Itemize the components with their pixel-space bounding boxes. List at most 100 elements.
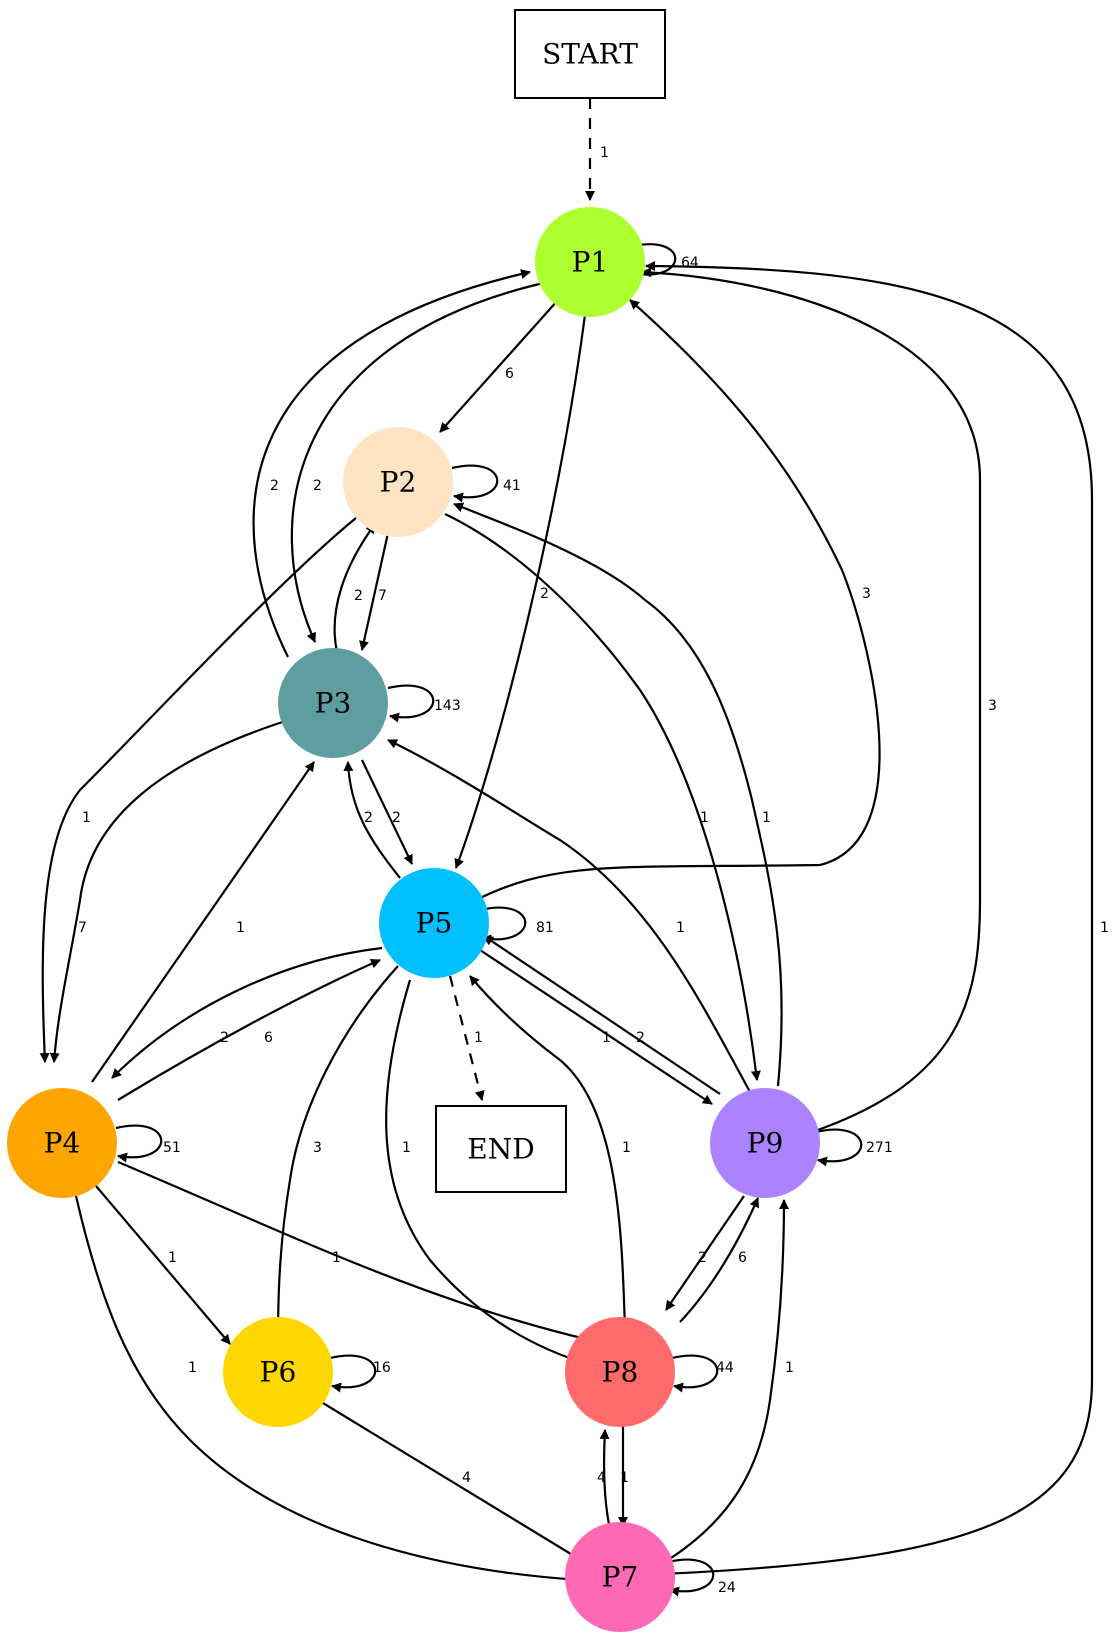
- node-label-P4: P4: [44, 1127, 81, 1160]
- edge-label-P9-P2: 1: [762, 810, 771, 826]
- edge-P7-P9: [667, 1199, 789, 1561]
- edge-P7-P7: [667, 1558, 715, 1597]
- edge-label-P1-P5: 2: [540, 586, 549, 602]
- edge-P2-P4: [39, 517, 357, 1063]
- edge-label-P4-P8: 1: [332, 1250, 341, 1266]
- node-label-P6: P6: [260, 1356, 297, 1389]
- node-START: START: [514, 9, 666, 99]
- node-label-P3: P3: [315, 687, 352, 720]
- node-label-END: END: [467, 1133, 534, 1166]
- edge-label-P1-P1: 64: [681, 255, 699, 271]
- edge-label-P7-P8: 4: [597, 1470, 606, 1486]
- edge-P5-P4: [111, 946, 383, 1079]
- edge-P5-P1: [479, 299, 881, 899]
- edge-label-P5-P6: 3: [313, 1140, 322, 1156]
- node-P6: P6: [223, 1317, 333, 1427]
- edge-P7-P8: [599, 1429, 612, 1531]
- edge-label-P5-P8: 1: [402, 1140, 411, 1156]
- edge-label-P9-P9: 271: [866, 1140, 893, 1156]
- edge-label-P4-P5: 6: [264, 1030, 273, 1046]
- edge-P5-END: [448, 975, 485, 1101]
- edge-P4-P5: [117, 958, 381, 1101]
- edge-label-P3-P5: 2: [392, 810, 401, 826]
- edge-label-P2-P4: 1: [82, 810, 91, 826]
- edge-label-P3-P1: 2: [270, 478, 279, 494]
- edge-P3-P3: [387, 684, 435, 723]
- edge-label-P2-P9: 1: [700, 810, 709, 826]
- node-P2: P2: [343, 427, 453, 537]
- edge-P9-P2: [453, 502, 783, 1087]
- edge-P6-P7: [317, 1399, 585, 1563]
- edge-P5-P5: [479, 906, 527, 945]
- node-P5: P5: [379, 868, 489, 978]
- edge-label-P3-P4: 7: [78, 920, 87, 936]
- edge-P9-P5: [483, 935, 721, 1095]
- edge-label-P5-P1: 3: [862, 586, 871, 602]
- node-P1: P1: [535, 207, 645, 317]
- edge-label-P6-P7: 4: [462, 1470, 471, 1486]
- edge-P2-P9: [444, 513, 761, 1081]
- node-P8: P8: [565, 1317, 675, 1427]
- edges: [39, 98, 1094, 1597]
- edge-label-P2-P2: 41: [503, 478, 521, 494]
- edge-P5-P8: [385, 979, 589, 1367]
- edge-label-P4-P7: 1: [188, 1360, 197, 1376]
- edge-P4-P8: [117, 1160, 591, 1343]
- node-label-P1: P1: [572, 246, 609, 279]
- node-label-P9: P9: [747, 1127, 784, 1160]
- edge-P9-P1: [641, 267, 982, 1133]
- edge-P5-P6: [273, 965, 399, 1341]
- edge-P1-P3: [290, 280, 549, 643]
- edge-P4-P6: [95, 1185, 231, 1345]
- edge-P3-P5: [361, 759, 413, 865]
- edge-label-P6-P6: 16: [373, 1360, 391, 1376]
- edge-label-P8-P9: 6: [738, 1250, 747, 1266]
- edge-label-P4-P6: 1: [168, 1250, 177, 1266]
- node-P4: P4: [7, 1088, 117, 1198]
- edge-label-P2-P3: 7: [378, 588, 387, 604]
- edge-P5-P3: [343, 761, 401, 879]
- edge-label-P9-P1: 3: [988, 698, 997, 714]
- edge-label-P9-P5: 2: [636, 1030, 645, 1046]
- edge-label-P8-P5: 1: [622, 1140, 631, 1156]
- edge-P9-P3: [387, 739, 751, 1093]
- edge-label-P3-P2: 2: [354, 588, 363, 604]
- node-label-P5: P5: [416, 907, 453, 940]
- edge-label-P9-P8: 2: [698, 1250, 707, 1266]
- edge-P9-P8: [665, 1195, 745, 1311]
- edge-P9-P9: [815, 1128, 863, 1167]
- edge-label-P1-P2: 6: [505, 366, 514, 382]
- edge-label-P8-P7: 1: [620, 1470, 629, 1486]
- edge-label-P5-P9: 1: [602, 1030, 611, 1046]
- edge-label-START-P1: 1: [600, 145, 609, 161]
- edge-label-P3-P3: 143: [434, 698, 461, 714]
- edge-P1-P2: [439, 299, 559, 433]
- edge-label-P5-END: 1: [474, 1030, 483, 1046]
- edge-P2-P3: [359, 523, 392, 651]
- node-P7: P7: [565, 1522, 675, 1632]
- node-label-START: START: [542, 38, 638, 71]
- edge-P5-P9: [479, 949, 713, 1105]
- node-END: END: [435, 1105, 567, 1193]
- edge-label-P7-P9: 1: [785, 1360, 794, 1376]
- edge-label-P4-P4: 51: [163, 1140, 181, 1156]
- edge-P4-P4: [115, 1124, 163, 1163]
- edge-P4-P7: [74, 1195, 581, 1585]
- node-label-P8: P8: [602, 1356, 639, 1389]
- edge-P3-P2: [333, 523, 376, 653]
- edge-P8-P8: [671, 1354, 719, 1393]
- node-label-P2: P2: [380, 466, 417, 499]
- edge-label-P5-P3: 2: [364, 810, 373, 826]
- edge-label-P5-P5: 81: [536, 920, 554, 936]
- edge-label-P4-P3: 1: [236, 920, 245, 936]
- edge-labels: 1 64 6 2 2 2 3 3 1 41 7 2 1 1 1 143 7 2 …: [78, 145, 1109, 1596]
- edge-label-P7-P7: 24: [718, 1580, 736, 1596]
- edge-P8-P9: [679, 1197, 760, 1323]
- edge-P1-P5: [454, 306, 588, 869]
- edge-P4-P3: [91, 761, 315, 1083]
- edge-P8-P5: [469, 975, 627, 1331]
- edge-label-P8-P8: 44: [716, 1360, 734, 1376]
- node-label-P7: P7: [602, 1561, 639, 1594]
- nodes: START END P1 P2 P3 P4 P5 P6: [7, 9, 820, 1632]
